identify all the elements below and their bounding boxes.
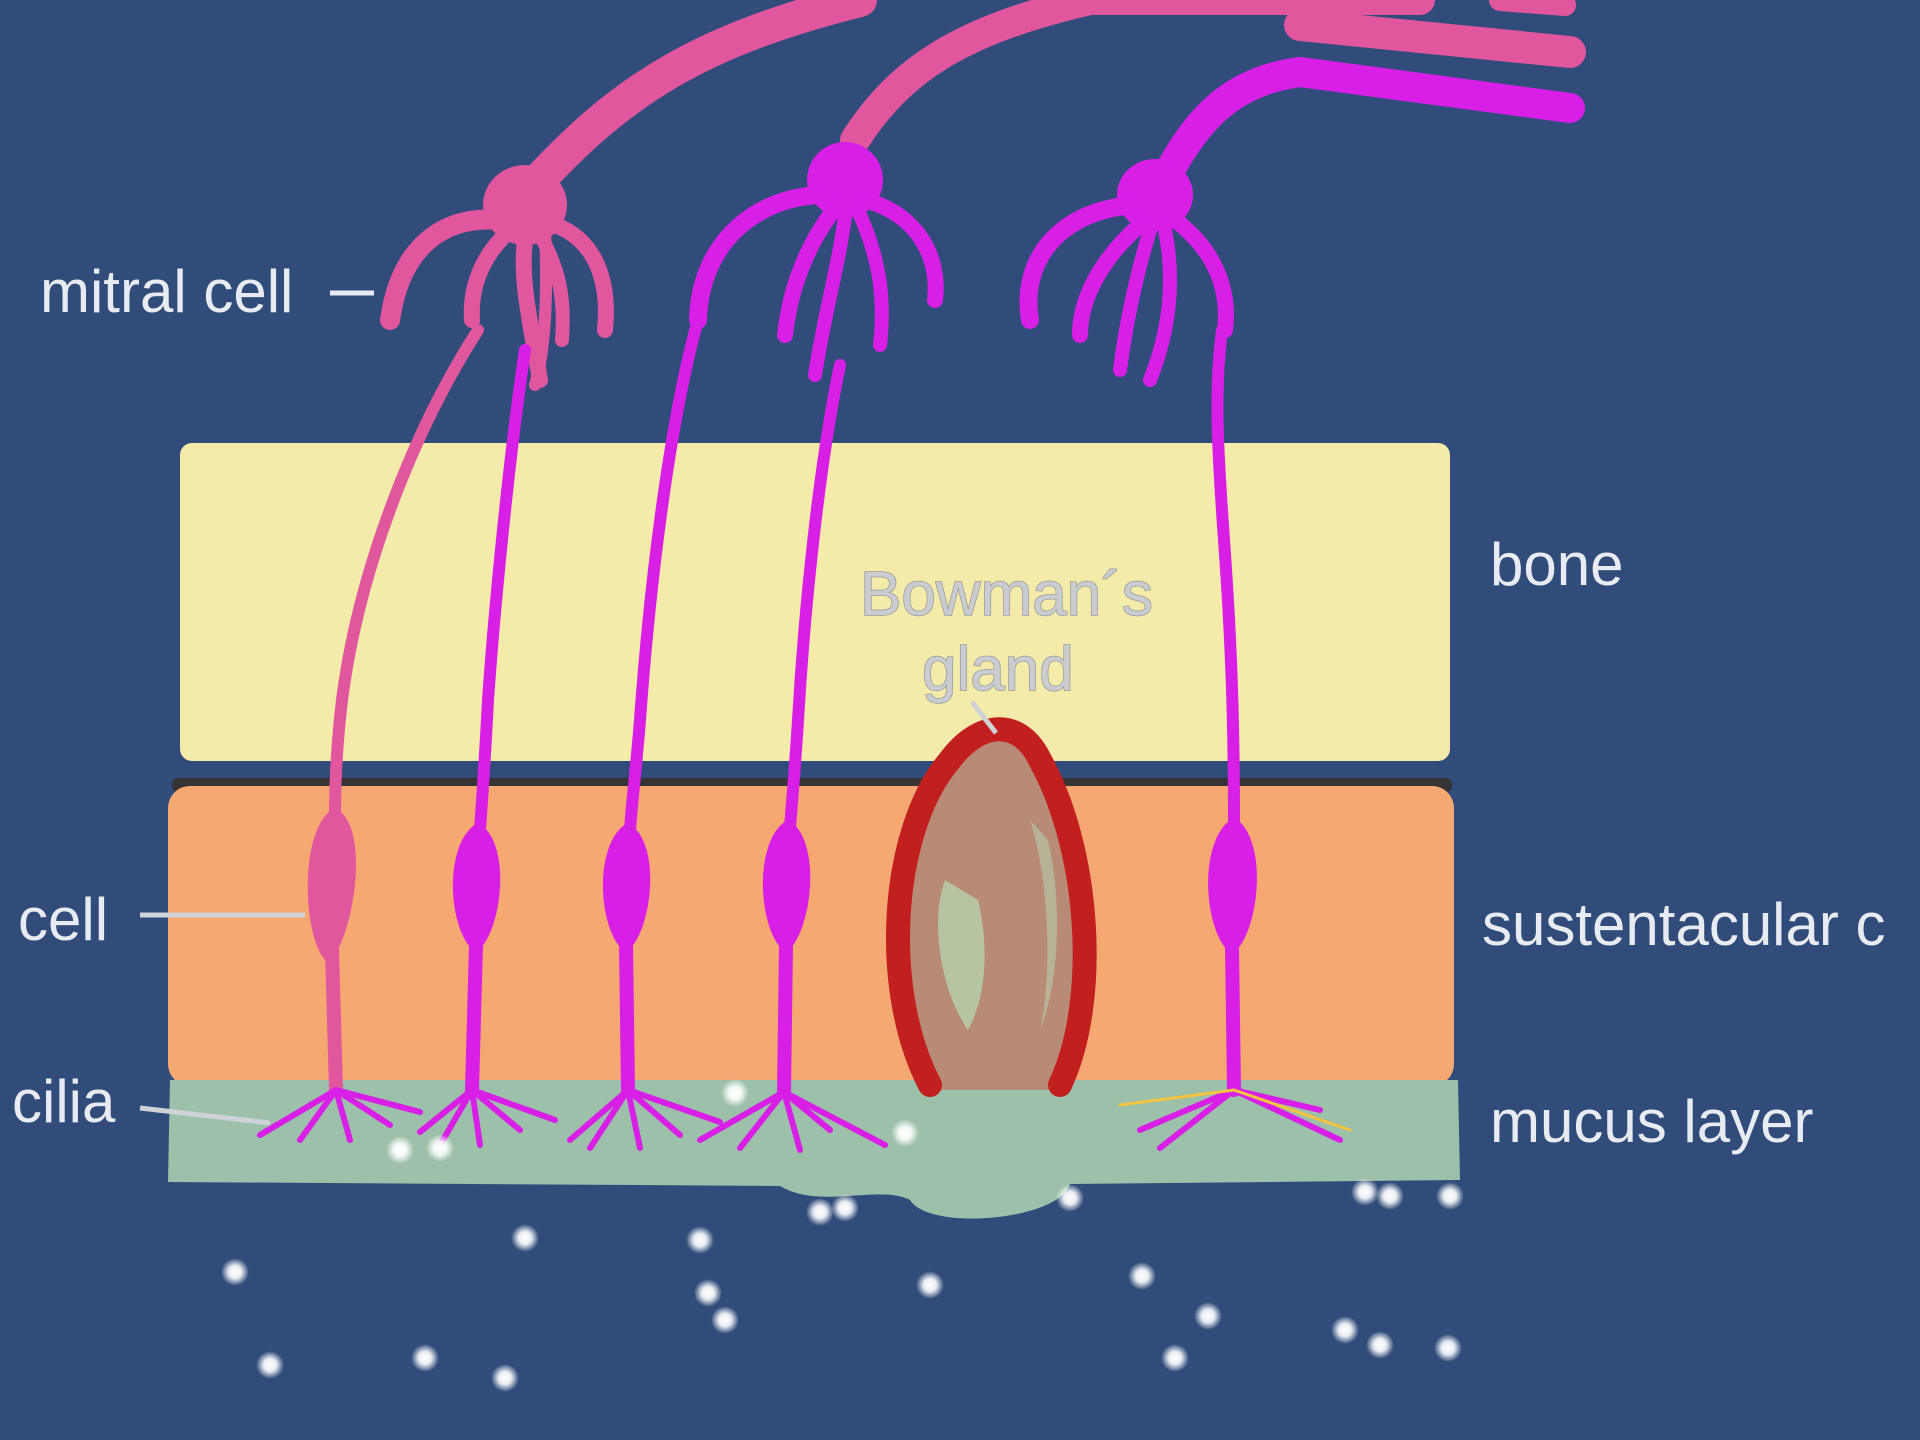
odorant-particle [256,1351,284,1379]
odorant-particle [1376,1182,1404,1210]
odorant-particle [891,1119,919,1147]
label-cilia: cilia [12,1068,116,1135]
odorant-particle [411,1344,439,1372]
odorant-particle [426,1134,454,1162]
odorant-particle [1161,1344,1189,1372]
odorant-particle [1366,1331,1394,1359]
odorant-particle [1128,1262,1156,1290]
label-sustentacular: sustentacular c [1482,891,1886,958]
mitral-cell-pink [390,165,606,385]
odorant-particle [831,1194,859,1222]
odorant-particle [1331,1316,1359,1344]
odorant-particle [1436,1182,1464,1210]
odorant-particle [711,1306,739,1334]
label-bowmans-gland-line2: gland [922,635,1074,704]
odorant-particle [806,1198,834,1226]
odorant-particle [1351,1178,1379,1206]
label-mucus-layer: mucus layer [1490,1088,1813,1155]
label-bone: bone [1490,531,1623,598]
label-bowmans-gland-line1: Bowman´s [860,560,1153,629]
odorant-particle [221,1258,249,1286]
odorant-particle [491,1364,519,1392]
sustentacular-layer [168,786,1454,1086]
odorant-particle [916,1271,944,1299]
label-cell: cell [18,886,108,953]
axon-bundle [530,0,1570,190]
odorant-particle [694,1279,722,1307]
odorant-particle [386,1136,414,1164]
mitral-cell-magenta-middle [698,142,936,375]
odorant-particle [1434,1334,1462,1362]
odorant-particle [1194,1302,1222,1330]
odorant-particle [1056,1184,1084,1212]
label-mitral-cell: mitral cell [40,258,293,325]
odorant-particle [511,1224,539,1252]
odorant-particle [721,1079,749,1107]
odorant-particle [686,1226,714,1254]
mitral-cell-magenta-right [1028,159,1225,380]
